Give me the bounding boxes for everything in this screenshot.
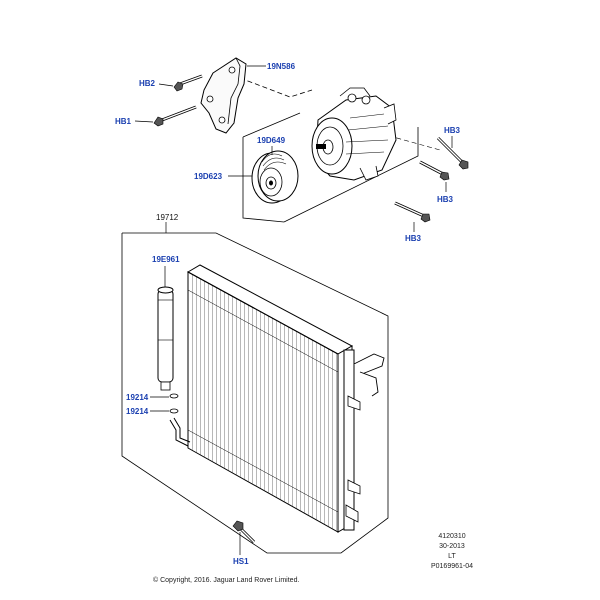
ac-compressor	[311, 87, 397, 181]
bolt-hb3-low	[394, 201, 431, 223]
info-line-4: P0169961-04	[430, 563, 474, 570]
callout-19e961: 19E961	[152, 255, 180, 264]
screw-hs1	[232, 520, 256, 555]
callout-hb1: HB1	[115, 117, 132, 126]
o-rings	[150, 393, 179, 414]
bolt-hb2	[173, 74, 203, 92]
copyright-notice: © Copyright, 2016. Jaguar Land Rover Lim…	[153, 577, 300, 584]
callout-hb3-mid: HB3	[437, 195, 454, 204]
condenser-side-tank	[343, 349, 385, 531]
callout-hb2: HB2	[139, 79, 156, 88]
drawing-info-block: 4120310 30-2013 LT P0169961-04	[424, 533, 480, 571]
info-line-3: LT	[448, 553, 456, 560]
callout-19d623: 19D623	[194, 172, 223, 181]
info-line-1: 4120310	[438, 533, 466, 540]
compressor-group-frame	[242, 112, 419, 223]
upper-leader-lines	[134, 65, 453, 232]
mounting-bracket	[200, 57, 247, 134]
callout-19712: 19712	[156, 213, 179, 222]
callout-19n586: 19N586	[267, 62, 296, 71]
bolt-hb3-top	[436, 136, 469, 170]
pulley-assembly	[251, 150, 299, 204]
bolt-hb1	[153, 105, 197, 127]
callout-19214-a: 19214	[126, 393, 149, 402]
info-line-2: 30-2013	[439, 543, 465, 550]
callout-hb3-low: HB3	[405, 234, 422, 243]
bracket-leader-dashed	[239, 77, 313, 98]
callout-hs1: HS1	[233, 557, 249, 566]
condenser-group-frame	[121, 232, 389, 554]
condenser-core	[186, 264, 354, 533]
callout-hb3-top: HB3	[444, 126, 461, 135]
receiver-drier	[157, 286, 191, 447]
callout-19d649: 19D649	[257, 136, 286, 145]
bolt-hb3-mid	[419, 160, 450, 181]
callout-19214-b: 19214	[126, 407, 149, 416]
